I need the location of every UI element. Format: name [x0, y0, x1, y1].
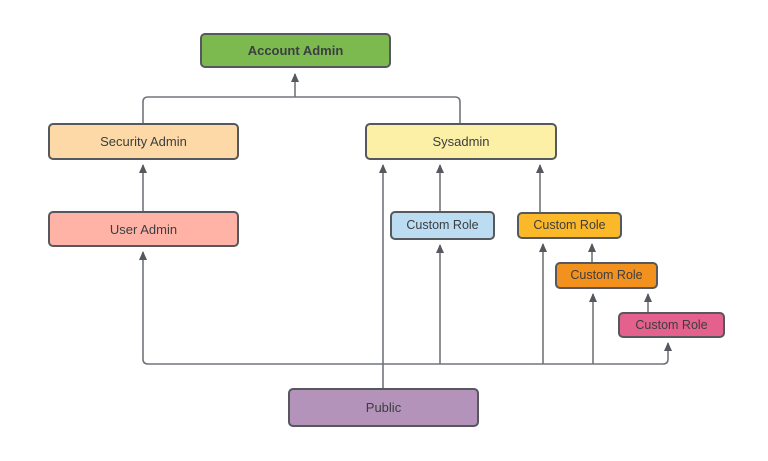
- connector-public-to-custom-pink: [383, 342, 672, 365]
- node-security-admin: Security Admin: [48, 123, 239, 160]
- node-public: Public: [288, 388, 479, 427]
- node-custom-role-pink: Custom Role: [618, 312, 725, 338]
- node-custom-role-amber-label: Custom Role: [533, 218, 606, 233]
- connector-security-to-merge: [142, 96, 295, 123]
- connector-group: [139, 73, 672, 388]
- connector-sysadmin-to-merge: [295, 96, 461, 123]
- node-public-label: Public: [365, 400, 402, 415]
- node-custom-role-pink-label: Custom Role: [635, 317, 708, 332]
- node-custom-role-orange-label: Custom Role: [570, 268, 643, 283]
- node-user-admin: User Admin: [48, 211, 239, 247]
- node-sysadmin-label: Sysadmin: [432, 134, 490, 149]
- node-custom-role-orange: Custom Role: [555, 262, 658, 289]
- node-sysadmin: Sysadmin: [365, 123, 557, 160]
- node-security-admin-label: Security Admin: [100, 134, 187, 149]
- node-custom-role-blue: Custom Role: [390, 211, 495, 240]
- node-custom-role-blue-label: Custom Role: [406, 218, 479, 233]
- node-custom-role-amber: Custom Role: [517, 212, 622, 239]
- connector-public-to-user-admin: [139, 251, 383, 365]
- node-user-admin-label: User Admin: [109, 221, 178, 237]
- node-account-admin-label: Account Admin: [247, 43, 344, 58]
- node-account-admin: Account Admin: [200, 33, 391, 68]
